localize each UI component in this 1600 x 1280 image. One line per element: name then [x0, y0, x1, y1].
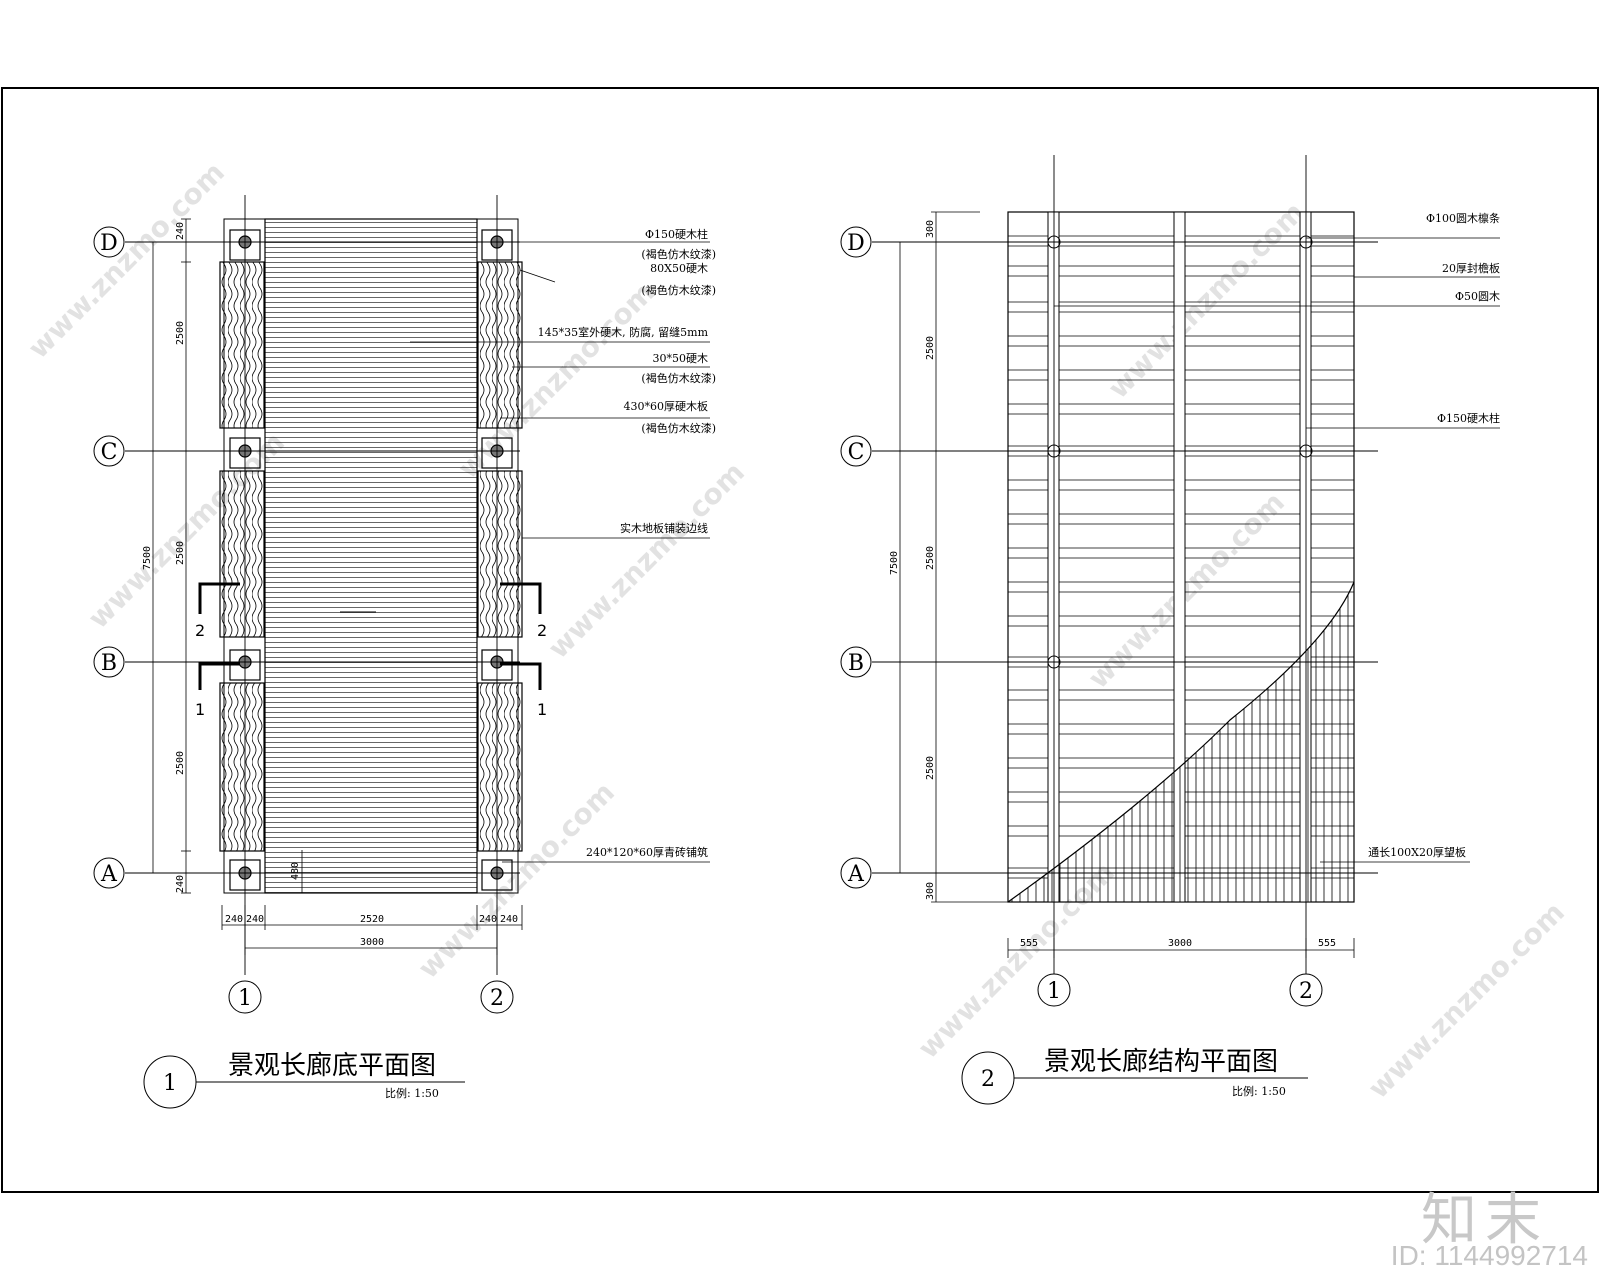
svg-text:30*50硬木: 30*50硬木	[653, 352, 709, 365]
svg-text:555: 555	[1020, 938, 1038, 949]
svg-text:240: 240	[175, 222, 186, 240]
grid-label: C	[101, 440, 118, 465]
drawing-title: 景观长廊结构平面图	[1044, 1047, 1278, 1077]
svg-text:(褐色仿木纹漆): (褐色仿木纹漆)	[641, 247, 716, 261]
bench	[219, 682, 265, 852]
dim-lines	[148, 218, 523, 955]
svg-text:(褐色仿木纹漆): (褐色仿木纹漆)	[641, 421, 716, 435]
drawing-title: 景观长廊底平面图	[228, 1051, 436, 1081]
bench	[219, 261, 265, 429]
svg-text:(褐色仿木纹漆): (褐色仿木纹漆)	[641, 371, 716, 385]
grid-label: 2	[490, 986, 504, 1011]
left-grid-bubbles: D C B A 1 2	[93, 226, 514, 1014]
watermark-text: www.znzmo.com	[542, 456, 751, 665]
svg-text:2: 2	[195, 621, 205, 640]
svg-text:2500: 2500	[175, 751, 186, 775]
right-title-block: 2 景观长廊结构平面图 比例: 1:50	[961, 1047, 1308, 1105]
svg-text:2500: 2500	[925, 336, 936, 360]
watermark-text: www.znzmo.com	[22, 156, 231, 365]
drawing-number: 1	[163, 1071, 177, 1096]
watermark-text: www.znzmo.com	[1362, 896, 1571, 1105]
watermark-text: www.znzmo.com	[1102, 196, 1311, 405]
bench	[477, 682, 523, 852]
svg-text:3000: 3000	[360, 937, 384, 948]
svg-text:80X50硬木: 80X50硬木	[650, 262, 708, 275]
svg-text:555: 555	[1318, 938, 1336, 949]
svg-text:240: 240	[175, 875, 186, 893]
svg-text:2520: 2520	[360, 914, 384, 925]
section-numbers: 2 2 1 1	[195, 621, 547, 719]
svg-text:240: 240	[479, 914, 497, 925]
leader-lines	[410, 241, 710, 863]
dim-lines	[895, 211, 1355, 958]
grid-label: 1	[1047, 979, 1061, 1004]
drawing-scale: 比例: 1:50	[1232, 1084, 1286, 1098]
grid-label: 1	[238, 986, 252, 1011]
left-plan	[125, 195, 710, 975]
left-dim-text: 240 2500 2500 2500 240 7500 240 240 2520…	[142, 222, 518, 948]
svg-text:7500: 7500	[889, 551, 900, 575]
sheet-border	[1, 87, 1599, 1193]
grid-label: D	[847, 231, 865, 256]
svg-text:240*120*60厚青砖铺筑: 240*120*60厚青砖铺筑	[586, 845, 708, 859]
svg-text:1: 1	[195, 700, 205, 719]
svg-text:300: 300	[925, 882, 936, 900]
image-id: ID: 1144992714	[1390, 1240, 1588, 1271]
grid-label: B	[848, 651, 864, 676]
svg-text:240: 240	[500, 914, 518, 925]
section-markers	[198, 582, 542, 690]
grid-label: C	[848, 440, 865, 465]
grid-label: D	[100, 231, 118, 256]
floor-boards	[264, 218, 478, 894]
svg-text:430*60厚硬木板: 430*60厚硬木板	[624, 399, 709, 413]
svg-text:实木地板铺装边线: 实木地板铺装边线	[620, 521, 708, 535]
svg-text:480: 480	[290, 862, 301, 880]
svg-text:Φ150硬木柱: Φ150硬木柱	[645, 227, 708, 241]
svg-text:300: 300	[925, 220, 936, 238]
right-grid-bubbles: D C B A 1 2	[840, 226, 1323, 1007]
grid-label: B	[101, 651, 117, 676]
brand-logo: 知末	[1421, 1188, 1549, 1253]
leader-lines	[1054, 237, 1500, 863]
svg-text:Φ100圆木檩条: Φ100圆木檩条	[1426, 211, 1500, 225]
bench	[219, 470, 265, 638]
svg-text:3000: 3000	[1168, 938, 1192, 949]
svg-text:通长100X20厚望板: 通长100X20厚望板	[1368, 845, 1466, 859]
watermark-text: www.znzmo.com	[1082, 486, 1291, 695]
svg-text:2500: 2500	[925, 546, 936, 570]
bench	[477, 261, 523, 429]
right-notes: Φ100圆木檩条 20厚封檐板 Φ50圆木 Φ150硬木柱 通长100X20厚望…	[1368, 211, 1500, 859]
svg-text:20厚封檐板: 20厚封檐板	[1442, 261, 1500, 275]
svg-text:240: 240	[225, 914, 243, 925]
svg-text:2500: 2500	[925, 756, 936, 780]
svg-text:Φ150硬木柱: Φ150硬木柱	[1437, 411, 1500, 425]
grid-label: A	[100, 862, 118, 887]
right-dim-text: 300 2500 2500 2500 300 7500 555 3000 555	[889, 220, 1336, 949]
svg-text:2500: 2500	[175, 541, 186, 565]
svg-text:Φ50圆木: Φ50圆木	[1455, 290, 1500, 303]
bench	[477, 470, 523, 638]
left-notes: Φ150硬木柱 (褐色仿木纹漆) 80X50硬木 (褐色仿木纹漆) 145*35…	[538, 227, 716, 859]
grid-lines	[872, 155, 1378, 975]
grid-label: 2	[1299, 979, 1313, 1004]
grid-label: A	[847, 862, 865, 887]
grid-lines	[125, 195, 520, 975]
drawing-scale: 比例: 1:50	[385, 1086, 439, 1100]
drawing-number: 2	[981, 1067, 995, 1092]
svg-text:145*35室外硬木, 防腐, 留缝5mm: 145*35室外硬木, 防腐, 留缝5mm	[538, 325, 709, 339]
svg-text:240: 240	[246, 914, 264, 925]
svg-text:2: 2	[537, 621, 547, 640]
left-title-block: 1 景观长廊底平面图 比例: 1:50	[143, 1051, 465, 1109]
svg-text:2500: 2500	[175, 321, 186, 345]
svg-text:1: 1	[537, 700, 547, 719]
svg-text:7500: 7500	[142, 546, 153, 570]
svg-text:(褐色仿木纹漆): (褐色仿木纹漆)	[641, 283, 716, 297]
